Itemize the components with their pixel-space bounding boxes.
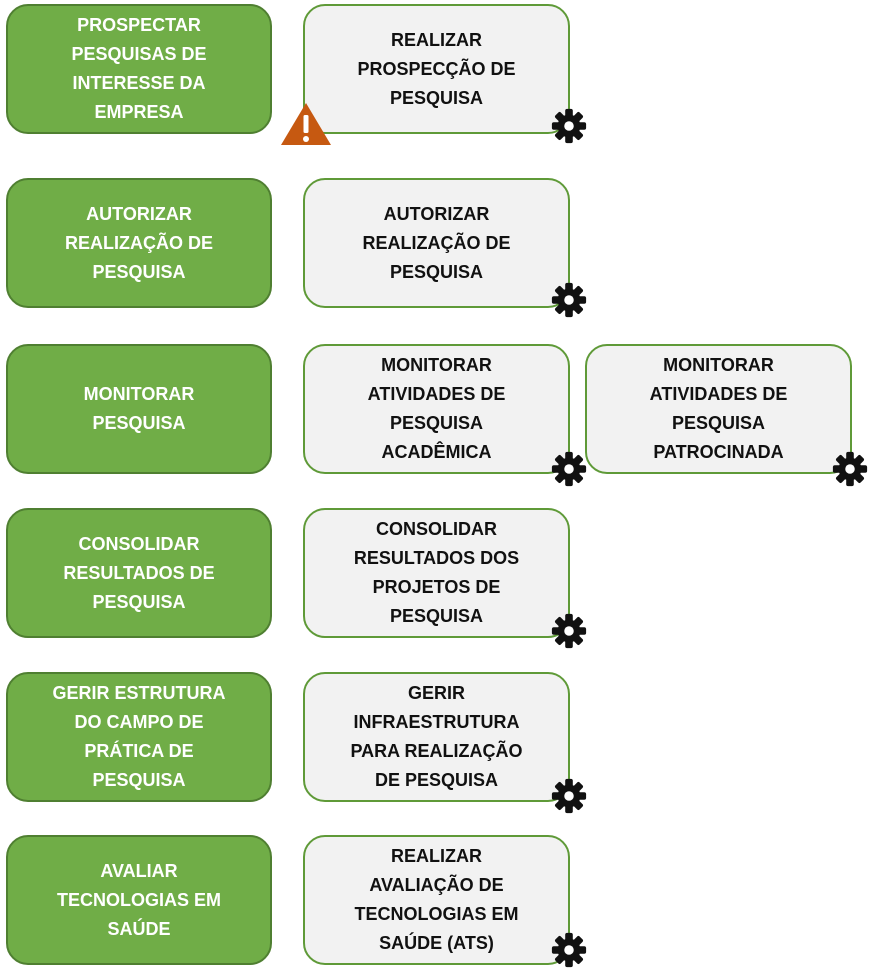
activity-box: MONITORAR ATIVIDADES DE PESQUISA ACADÊMI… xyxy=(303,344,570,474)
process-box: CONSOLIDAR RESULTADOS DE PESQUISA xyxy=(6,508,272,638)
process-box: GERIR ESTRUTURA DO CAMPO DE PRÁTICA DE P… xyxy=(6,672,272,802)
gear-icon xyxy=(551,778,587,814)
gear-icon xyxy=(551,932,587,968)
process-box: AVALIAR TECNOLOGIAS EM SAÚDE xyxy=(6,835,272,965)
warning-triangle-icon xyxy=(281,103,331,145)
process-box: AUTORIZAR REALIZAÇÃO DE PESQUISA xyxy=(6,178,272,308)
activity-box: CONSOLIDAR RESULTADOS DOS PROJETOS DE PE… xyxy=(303,508,570,638)
gear-icon xyxy=(551,451,587,487)
activity-box: GERIR INFRAESTRUTURA PARA REALIZAÇÃO DE … xyxy=(303,672,570,802)
activity-box: MONITORAR ATIVIDADES DE PESQUISA PATROCI… xyxy=(585,344,852,474)
activity-box: REALIZAR AVALIAÇÃO DE TECNOLOGIAS EM SAÚ… xyxy=(303,835,570,965)
gear-icon xyxy=(551,613,587,649)
activity-box: AUTORIZAR REALIZAÇÃO DE PESQUISA xyxy=(303,178,570,308)
gear-icon xyxy=(551,282,587,318)
process-box: PROSPECTAR PESQUISAS DE INTERESSE DA EMP… xyxy=(6,4,272,134)
gear-icon xyxy=(832,451,868,487)
gear-icon xyxy=(551,108,587,144)
process-box: MONITORAR PESQUISA xyxy=(6,344,272,474)
activity-box: REALIZAR PROSPECÇÃO DE PESQUISA xyxy=(303,4,570,134)
